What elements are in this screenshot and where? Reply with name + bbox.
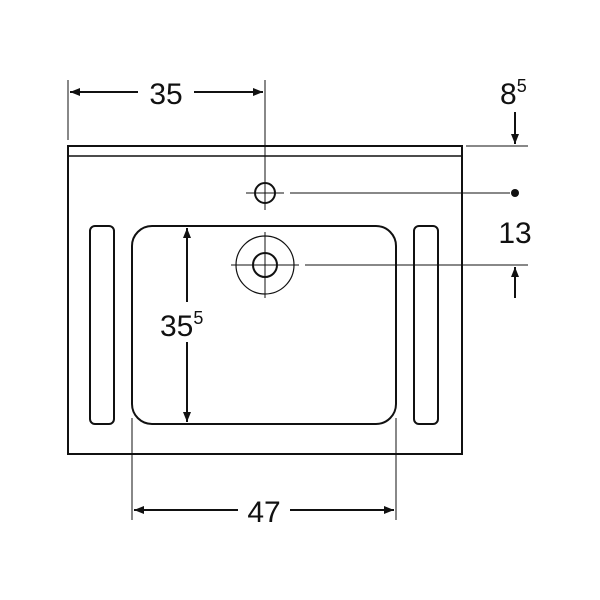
reference-dot <box>511 189 519 197</box>
bowl-depth-label: 355 <box>160 308 203 343</box>
right-handle-slot <box>413 225 439 425</box>
bowl-outline <box>131 225 397 425</box>
bowl-width-label: 47 <box>247 496 280 529</box>
dimension-right-vertical: 85 13 <box>290 76 532 298</box>
left-handle-slot <box>89 225 115 425</box>
tap-hole <box>246 176 284 210</box>
dimension-bowl-width: 47 <box>131 418 397 529</box>
tap-to-drain-label: 13 <box>498 217 531 250</box>
drain-hole <box>231 232 299 298</box>
dimension-tap-offset: 35 <box>67 78 266 178</box>
tap-offset-label: 35 <box>149 78 182 111</box>
dimension-bowl-depth: 355 <box>158 228 218 422</box>
top-to-tap-label: 85 <box>500 76 527 111</box>
